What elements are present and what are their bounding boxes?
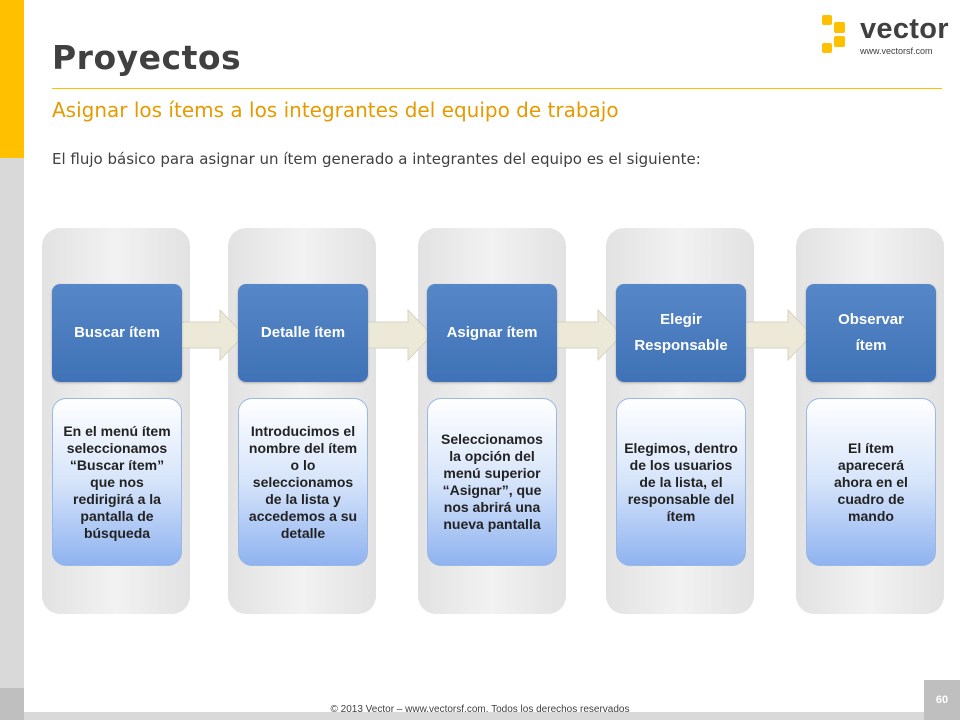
step-title: Observar ítem (838, 311, 904, 354)
step-description-text: En el menú ítem seleccionamos “Buscar ít… (63, 422, 171, 541)
page-number: 60 (935, 694, 949, 706)
step-description-1: En el menú ítem seleccionamos “Buscar ít… (52, 398, 182, 566)
section-subtitle: Asignar los ítems a los integrantes del … (52, 98, 619, 122)
vector-logo-icon (822, 15, 845, 53)
logo-wordmark: vector (860, 13, 949, 45)
step-title: Buscar ítem (74, 324, 160, 341)
vector-logo: vector www.vectorsf.com (820, 14, 950, 58)
step-title: Elegir Responsable (634, 311, 728, 354)
footer-copyright: © 2013 Vector – www.vectorsf.com. Todos … (330, 704, 630, 715)
left-accent-bar (0, 0, 24, 158)
step-elegir-responsable: Elegir Responsable (616, 284, 746, 382)
step-description-4: Elegimos, dentro de los usuarios de la l… (616, 398, 746, 566)
step-description-text: Introducimos el nombre del ítem o lo sel… (248, 422, 358, 541)
step-buscar-item: Buscar ítem (52, 284, 182, 382)
step-asignar-item: Asignar ítem (427, 284, 557, 382)
arrow-right-icon (359, 308, 433, 362)
left-grey-bar-bottom (0, 688, 24, 720)
step-title: Asignar ítem (446, 324, 538, 341)
step-observar-item: Observar ítem (806, 284, 936, 382)
step-description-3: Seleccionamos la opción del menú superio… (427, 398, 557, 566)
step-description-5: El ítem aparecerá ahora en el cuadro de … (806, 398, 936, 566)
step-description-2: Introducimos el nombre del ítem o lo sel… (238, 398, 368, 566)
title-divider (52, 88, 942, 89)
page-title: Proyectos (52, 38, 242, 77)
step-title: Detalle ítem (260, 324, 346, 341)
step-description-text: Elegimos, dentro de los usuarios de la l… (624, 439, 738, 524)
step-description-text: Seleccionamos la opción del menú superio… (441, 431, 543, 532)
left-grey-bar (0, 158, 24, 688)
logo-url: www.vectorsf.com (860, 46, 933, 56)
arrow-right-icon (739, 308, 813, 362)
step-description-text: El ítem aparecerá ahora en el cuadro de … (834, 439, 908, 524)
arrow-right-icon (549, 308, 623, 362)
footer-bar (24, 712, 924, 720)
page-number-strip (924, 680, 960, 720)
intro-text: El flujo básico para asignar un ítem gen… (52, 150, 701, 168)
step-detalle-item: Detalle ítem (238, 284, 368, 382)
